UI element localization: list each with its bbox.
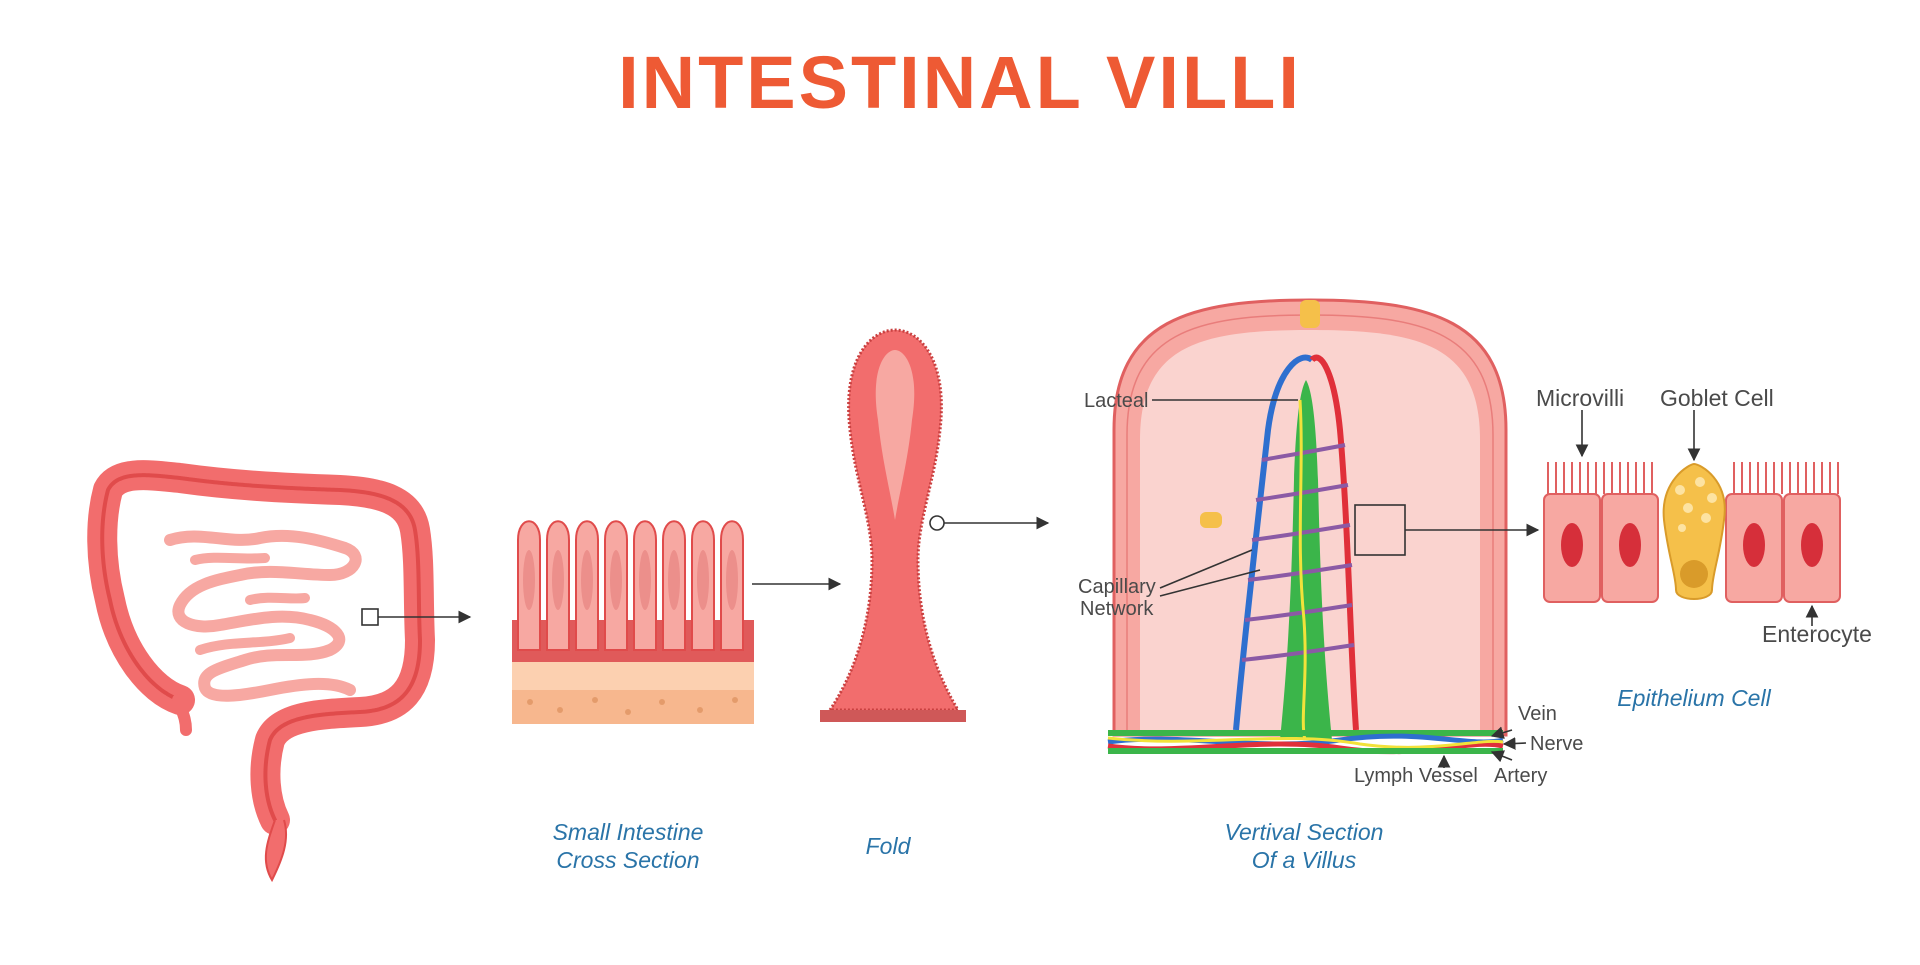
label-vein: Vein xyxy=(1518,703,1557,725)
fold-zoom-circle xyxy=(929,515,945,531)
vein-vessel xyxy=(1233,354,1314,731)
label-capillary-line2: Network xyxy=(1080,598,1154,620)
intestine-illustration xyxy=(87,460,472,883)
caption-cross-section-line2: Cross Section xyxy=(556,847,699,873)
large-intestine xyxy=(87,460,435,835)
intestine-zoom-box xyxy=(361,608,379,626)
capillary-network xyxy=(1241,399,1355,741)
small-intestine xyxy=(164,529,362,702)
caption-villus-line2: Of a Villus xyxy=(1252,847,1357,873)
caption-epithelium: Epithelium Cell xyxy=(1617,685,1771,711)
label-enterocyte: Enterocyte xyxy=(1762,621,1872,647)
label-artery: Artery xyxy=(1494,765,1547,787)
label-capillary-line1: Capillary xyxy=(1078,576,1156,598)
caption-fold: Fold xyxy=(866,833,912,859)
label-microvilli: Microvilli xyxy=(1536,385,1624,411)
artery-vessel xyxy=(1309,354,1359,731)
base-vessels xyxy=(1107,730,1504,755)
fold-illustration xyxy=(820,328,1050,722)
caption-cross-section-line1: Small Intestine xyxy=(553,819,704,845)
caption-villus-line1: Vertival Section xyxy=(1225,819,1384,845)
label-lymph-vessel: Lymph Vessel xyxy=(1354,765,1478,787)
page-title: INTESTINAL VILLI xyxy=(618,41,1302,124)
label-nerve: Nerve xyxy=(1530,733,1583,755)
villus-section-illustration xyxy=(1107,298,1540,768)
label-goblet-cell: Goblet Cell xyxy=(1660,385,1774,411)
cross-section-illustration xyxy=(512,520,842,724)
epithelium-illustration xyxy=(1543,410,1841,626)
label-lacteal: Lacteal xyxy=(1084,390,1149,412)
